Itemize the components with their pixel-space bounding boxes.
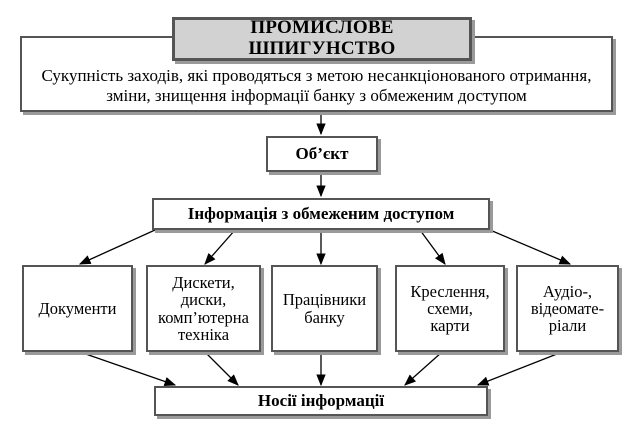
object-box: Об’єкт	[266, 136, 378, 172]
arrow-info-to-audio	[489, 229, 572, 265]
definition-text: Сукупність заходів, які проводяться з ме…	[42, 66, 592, 105]
category-audio-video-line-1: Аудіо-,	[542, 281, 593, 301]
category-diskettes-line-1: Дискети,	[172, 272, 235, 292]
category-documents: Документи	[22, 265, 133, 352]
category-drawings: Креслення, схеми, карти	[395, 265, 505, 352]
restricted-info-label: Інформація з обмеженим доступом	[187, 203, 455, 223]
carriers-label: Носії інформації	[257, 390, 385, 410]
arrow-info-to-documents	[78, 229, 156, 265]
object-label: Об’єкт	[295, 143, 349, 163]
arrow-info-to-diskettes	[204, 229, 236, 265]
arrow-drawings-to-carriers	[404, 351, 443, 386]
category-diskettes: Дискети, диски, комп’ютерна техніка	[146, 265, 261, 352]
category-employees-line-2: банку	[304, 307, 345, 327]
category-diskettes-line-2: диски,	[180, 290, 227, 310]
diagram-title: ПРОМИСЛОВЕ ШПИГУНСТВО	[248, 17, 396, 59]
arrow-diskettes-to-carriers	[204, 351, 239, 386]
restricted-info-box: Інформація з обмеженим доступом	[152, 198, 490, 230]
category-diskettes-line-3: комп’ютерна	[158, 307, 249, 327]
definition-line-1: Сукупність заходів, які проводяться з ме…	[41, 66, 592, 86]
category-audio-video: Аудіо-, відеомате- ріали	[516, 265, 619, 352]
arrow-audio-to-carriers	[476, 351, 563, 386]
category-drawings-line-1: Креслення,	[410, 281, 490, 301]
carriers-box: Носії інформації	[154, 386, 488, 416]
title-box: ПРОМИСЛОВЕ ШПИГУНСТВО	[172, 17, 472, 61]
arrow-info-to-drawings	[419, 229, 446, 265]
arrow-documents-to-carriers	[79, 351, 177, 386]
category-employees: Працівники банку	[271, 265, 378, 352]
category-audio-video-line-3: ріали	[548, 316, 587, 336]
category-drawings-line-3: карти	[430, 316, 470, 336]
category-drawings-line-2: схеми,	[427, 298, 473, 318]
category-audio-video-line-2: відеомате-	[530, 298, 605, 318]
category-diskettes-line-4: техніка	[177, 324, 230, 344]
category-employees-line-1: Працівники	[282, 290, 367, 310]
category-documents-line-1: Документи	[38, 298, 117, 318]
definition-line-2: зміни, знищення інформації банку з обмеж…	[106, 86, 527, 105]
